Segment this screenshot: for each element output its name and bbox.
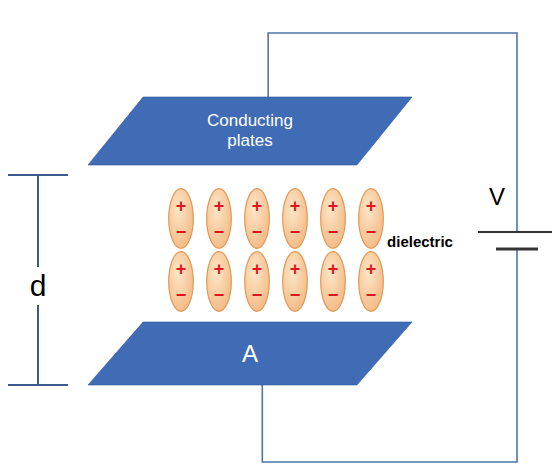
conducting-plate: A — [88, 322, 412, 385]
dipole-molecule: +− — [206, 188, 232, 249]
negative-charge: − — [290, 286, 301, 304]
negative-charge: − — [176, 223, 187, 241]
dipole-molecule: +− — [282, 188, 308, 249]
dipole-outline — [359, 189, 384, 249]
positive-charge: + — [176, 197, 187, 215]
dipole-outline — [283, 252, 308, 312]
positive-charge: + — [328, 260, 339, 278]
negative-charge: − — [214, 223, 225, 241]
dipole-outline — [283, 189, 308, 249]
plate-label: A — [242, 340, 258, 368]
positive-charge: + — [252, 197, 263, 215]
dipole-molecule: +− — [282, 251, 308, 312]
positive-charge: + — [366, 197, 377, 215]
distance-label: d — [26, 267, 51, 305]
battery-symbol — [478, 232, 552, 249]
negative-charge: − — [328, 223, 339, 241]
voltage-label: V — [489, 183, 505, 211]
positive-charge: + — [366, 260, 377, 278]
negative-charge: − — [366, 223, 377, 241]
negative-charge: − — [252, 223, 263, 241]
positive-charge: + — [214, 260, 225, 278]
positive-charge: + — [214, 197, 225, 215]
positive-charge: + — [290, 197, 301, 215]
dipole-molecule: +− — [168, 188, 194, 249]
dipole-molecule: +− — [244, 188, 270, 249]
dipole-outline — [169, 252, 194, 312]
plate-outline — [88, 322, 412, 385]
plate-label: Conducting plates — [190, 111, 310, 150]
positive-charge: + — [290, 260, 301, 278]
distance-bracket — [8, 175, 68, 385]
dipole-molecule: +− — [244, 251, 270, 312]
dipole-outline — [207, 252, 232, 312]
dipole-outline — [245, 189, 270, 249]
dipole-outline — [207, 189, 232, 249]
dipole-molecule: +− — [320, 251, 346, 312]
positive-charge: + — [252, 260, 263, 278]
positive-charge: + — [176, 260, 187, 278]
dipole-outline — [245, 252, 270, 312]
conducting-plate: Conducting plates — [88, 97, 412, 165]
negative-charge: − — [214, 286, 225, 304]
dipole-outline — [321, 189, 346, 249]
dipole-molecule: +− — [358, 188, 384, 249]
dipole-molecule: +− — [206, 251, 232, 312]
dipole-outline — [321, 252, 346, 312]
dipole-outline — [359, 252, 384, 312]
negative-charge: − — [252, 286, 263, 304]
dipole-molecule: +− — [320, 188, 346, 249]
negative-charge: − — [328, 286, 339, 304]
positive-charge: + — [328, 197, 339, 215]
dipole-molecule: +− — [168, 251, 194, 312]
negative-charge: − — [176, 286, 187, 304]
dielectric-label: dielectric — [387, 233, 453, 250]
dipole-molecule: +− — [358, 251, 384, 312]
negative-charge: − — [366, 286, 377, 304]
plate-outline — [88, 97, 412, 165]
dipole-outline — [169, 189, 194, 249]
negative-charge: − — [290, 223, 301, 241]
